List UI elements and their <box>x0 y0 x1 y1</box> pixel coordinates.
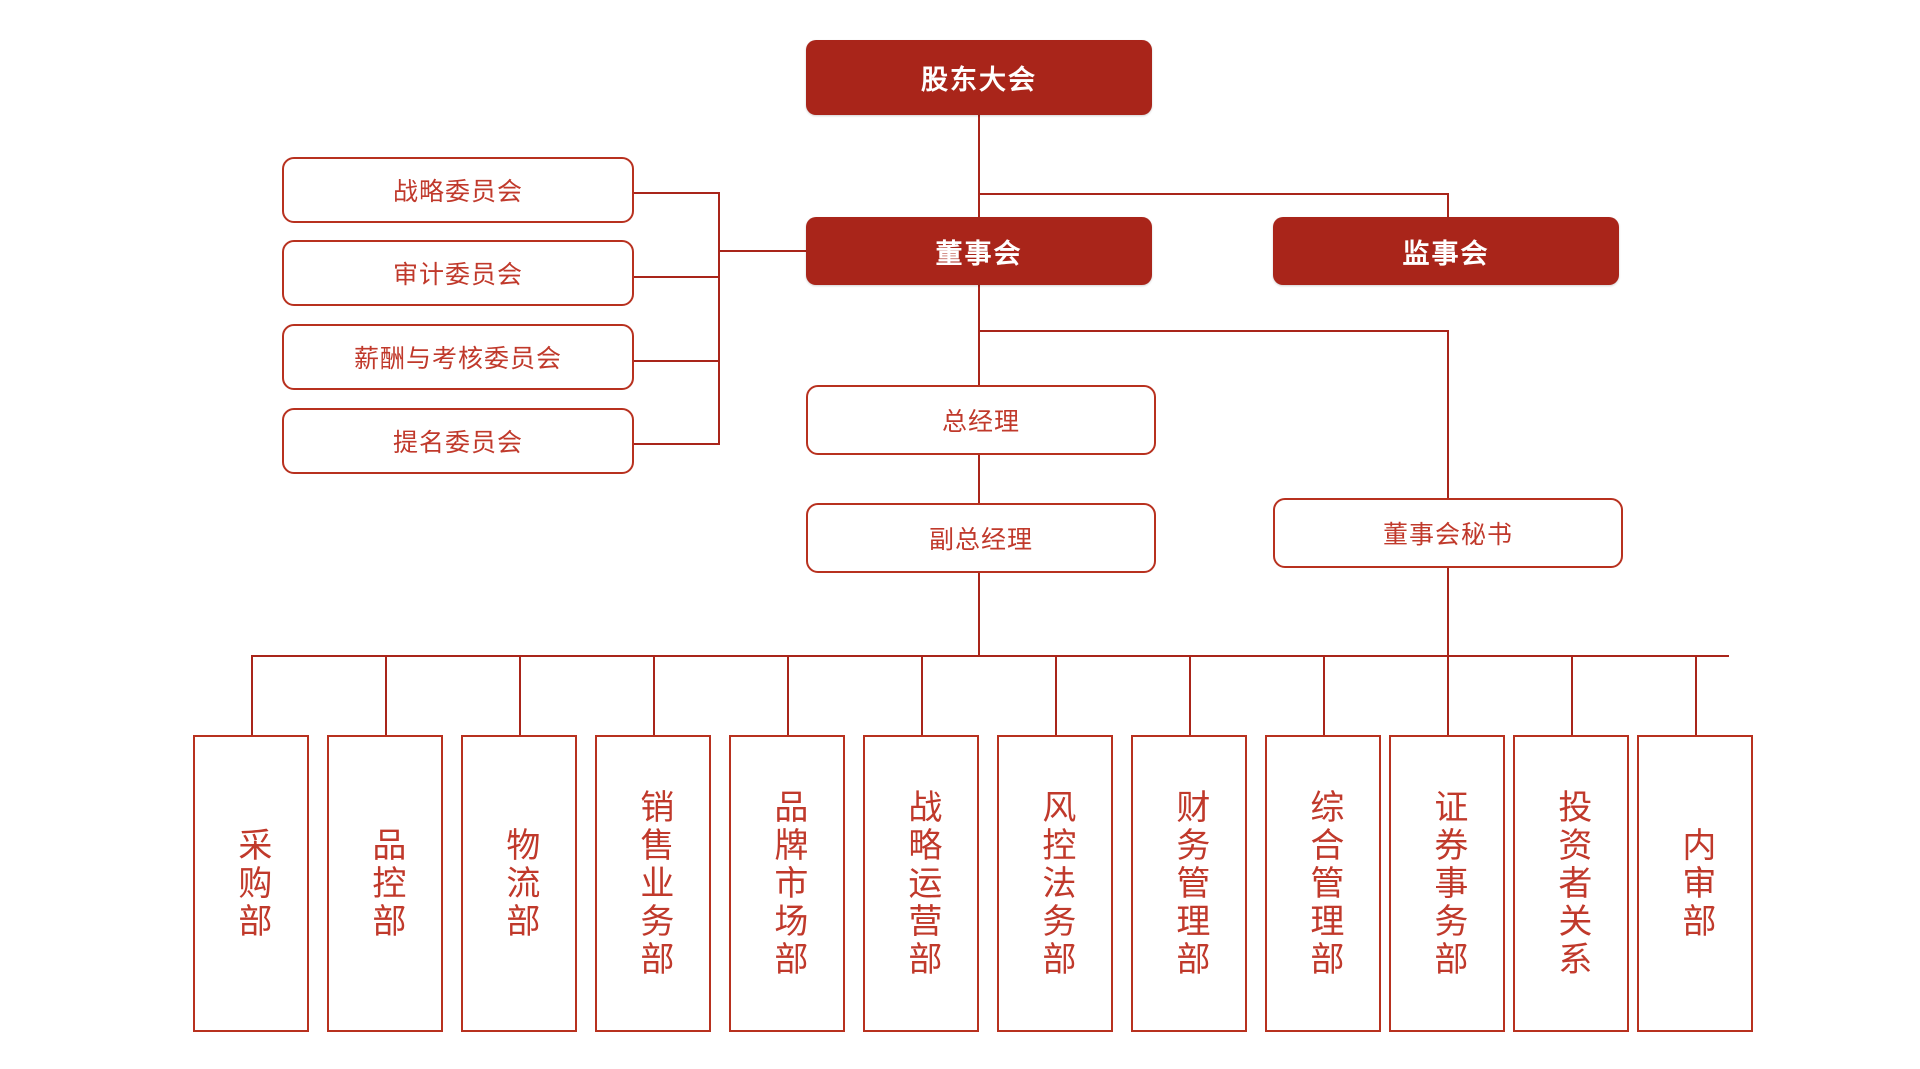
node-board-secretary[interactable]: 董事会秘书 <box>1273 498 1623 568</box>
connector-dept-drop-2 <box>385 655 387 737</box>
node-general-manager[interactable]: 总经理 <box>806 385 1156 455</box>
node-department-finance[interactable]: 财务管理部 <box>1131 735 1247 1032</box>
node-department-risk-legal[interactable]: 风控法务部 <box>997 735 1113 1032</box>
connector-committee-remuneration-stub <box>630 360 720 362</box>
connector-committee-to-board <box>718 250 808 252</box>
connector-secretary-drop <box>1447 330 1449 498</box>
node-board-of-supervisors[interactable]: 监事会 <box>1273 217 1619 285</box>
connector-dept-drop-7 <box>1055 655 1057 737</box>
node-deputy-general-manager[interactable]: 副总经理 <box>806 503 1156 573</box>
connector-dept-drop-5 <box>787 655 789 737</box>
connector-committee-strategy-stub <box>630 192 720 194</box>
node-department-logistics[interactable]: 物流部 <box>461 735 577 1032</box>
connector-gm-to-deputy <box>978 451 980 503</box>
node-committee-nomination[interactable]: 提名委员会 <box>282 408 634 474</box>
node-committee-audit[interactable]: 审计委员会 <box>282 240 634 306</box>
connector-dept-drop-4 <box>653 655 655 737</box>
connector-department-bus <box>251 655 1729 657</box>
connector-shareholders-to-supervisors <box>978 193 1449 195</box>
connector-deputy-to-bus <box>978 569 980 657</box>
node-department-sales[interactable]: 销售业务部 <box>595 735 711 1032</box>
node-department-internal-audit[interactable]: 内审部 <box>1637 735 1753 1032</box>
connector-committee-nomination-stub <box>630 443 720 445</box>
connector-supervisors-drop <box>1447 193 1449 218</box>
connector-dept-drop-12 <box>1695 655 1697 737</box>
node-shareholders-meeting[interactable]: 股东大会 <box>806 40 1152 115</box>
node-department-procurement[interactable]: 采购部 <box>193 735 309 1032</box>
connector-secretary-to-bus <box>1447 564 1449 657</box>
node-board-of-directors[interactable]: 董事会 <box>806 217 1152 285</box>
node-department-brand-marketing[interactable]: 品牌市场部 <box>729 735 845 1032</box>
connector-dept-drop-8 <box>1189 655 1191 737</box>
connector-dept-drop-9 <box>1323 655 1325 737</box>
node-department-general-admin[interactable]: 综合管理部 <box>1265 735 1381 1032</box>
connector-dept-drop-10 <box>1447 655 1449 737</box>
node-committee-strategy[interactable]: 战略委员会 <box>282 157 634 223</box>
node-department-strategy-operations[interactable]: 战略运营部 <box>863 735 979 1032</box>
connector-dept-drop-11 <box>1571 655 1573 737</box>
node-department-quality-control[interactable]: 品控部 <box>327 735 443 1032</box>
connector-board-to-secretary <box>978 330 1449 332</box>
connector-dept-drop-6 <box>921 655 923 737</box>
connector-board-stem <box>978 285 980 385</box>
node-department-investor-relations[interactable]: 投资者关系 <box>1513 735 1629 1032</box>
connector-committee-spine <box>718 192 720 445</box>
connector-dept-drop-1 <box>251 655 253 737</box>
connector-committee-audit-stub <box>630 276 720 278</box>
connector-dept-drop-3 <box>519 655 521 737</box>
node-department-securities-affairs[interactable]: 证券事务部 <box>1389 735 1505 1032</box>
node-committee-remuneration[interactable]: 薪酬与考核委员会 <box>282 324 634 390</box>
connector-shareholders-stem <box>978 115 980 217</box>
